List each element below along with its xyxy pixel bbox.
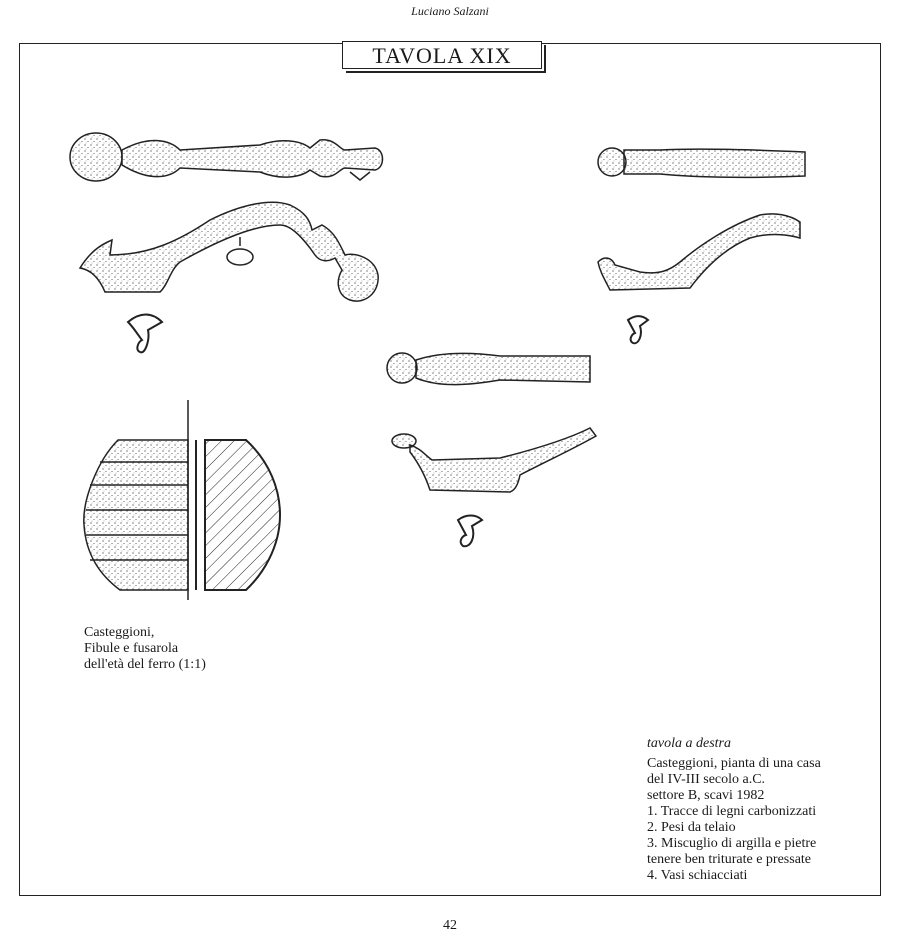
- caption-right-line: 2. Pesi da telaio: [647, 820, 736, 835]
- fibula-3-top-view: [386, 352, 591, 386]
- spindle-whorl: [83, 400, 282, 600]
- fibula-1-section: [126, 313, 164, 354]
- caption-left: Casteggioni, Fibule e fusarola dell'età …: [84, 625, 206, 673]
- fibula-2-side-view: [597, 213, 801, 291]
- fibula-3-side-view: [391, 427, 598, 493]
- fibula-2-top-view: [597, 147, 806, 179]
- caption-right-line: 3. Miscuglio di argilla e pietre: [647, 836, 817, 851]
- fibula-3-section: [456, 514, 484, 548]
- fibula-1-top-view: [69, 132, 384, 182]
- fibula-1-side-view: [78, 201, 379, 302]
- caption-right-line: 4. Vasi schiacciati: [647, 868, 748, 883]
- caption-right-line: tenere ben triturate e pressate: [647, 852, 812, 867]
- running-header-author: Luciano Salzani: [411, 4, 489, 18]
- caption-right-line: Casteggioni, pianta di una casa: [647, 756, 821, 771]
- caption-left-line: Fibule e fusarola: [84, 641, 179, 656]
- fibula-2-section: [626, 315, 650, 345]
- page-number: 42: [443, 918, 457, 933]
- caption-left-line: dell'età del ferro (1:1): [84, 657, 206, 672]
- plate-title: TAVOLA XIX: [342, 41, 546, 73]
- caption-right: tavola a destra Casteggioni, pianta di u…: [647, 736, 857, 884]
- caption-right-line: 1. Tracce di legni carbonizzati: [647, 804, 817, 819]
- caption-right-line: settore B, scavi 1982: [647, 788, 765, 803]
- caption-right-line: del IV-III secolo a.C.: [647, 772, 766, 787]
- caption-left-line: Casteggioni,: [84, 625, 155, 640]
- caption-right-heading: tavola a destra: [647, 736, 731, 751]
